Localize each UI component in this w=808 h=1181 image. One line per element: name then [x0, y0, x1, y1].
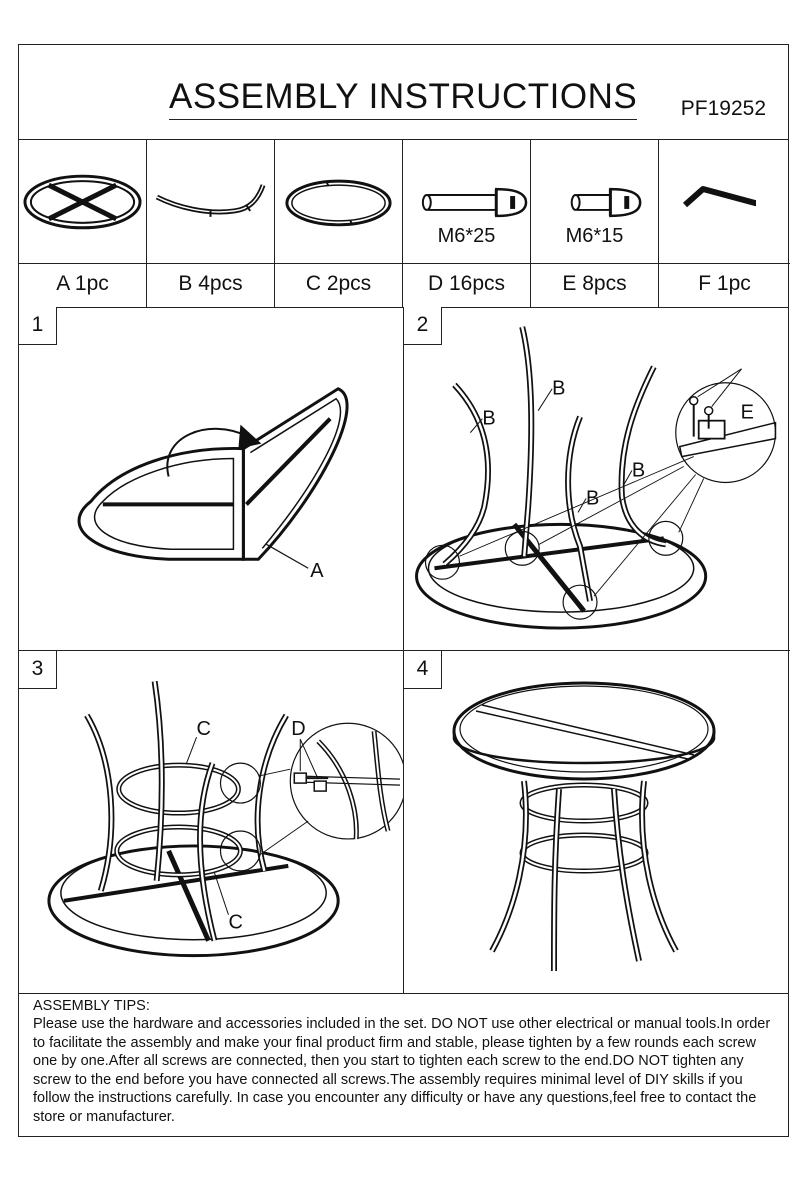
step-3-label-d: D — [291, 718, 305, 740]
tips-heading: ASSEMBLY TIPS: — [33, 998, 150, 1014]
part-a-label: A 1pc — [56, 272, 109, 295]
round-table-top-icon — [19, 139, 146, 264]
step-2-panel: B B B B E 2 — [404, 307, 790, 651]
part-c-label: C 2pcs — [305, 272, 372, 295]
step-3-label-c-1: C — [197, 718, 211, 740]
short-bolt-icon — [531, 139, 658, 264]
step-3-illustration: C C D — [47, 680, 403, 958]
instruction-sheet: ASSEMBLY INSTRUCTIONS PF19252 A 1pc — [18, 44, 790, 1138]
part-c: C 2pcs — [275, 139, 403, 307]
part-f: F 1pc — [659, 139, 790, 307]
part-b-label: B 4pcs — [178, 272, 243, 295]
step-3-number: 3 — [19, 651, 57, 689]
step-1-label-a: A — [310, 560, 324, 582]
tips-body: Please use the hardware and accessories … — [33, 1016, 771, 1125]
ring-icon — [275, 139, 402, 264]
part-d-label: D 16pcs — [427, 272, 506, 295]
title-row: ASSEMBLY INSTRUCTIONS PF19252 — [19, 45, 788, 140]
part-b: B 4pcs — [147, 139, 275, 307]
step-4-panel: 4 — [404, 651, 790, 993]
part-e-label: E 8pcs — [562, 272, 627, 295]
step-2-label-b-3: B — [586, 487, 599, 509]
product-code: PF19252 — [680, 97, 766, 120]
long-bolt-icon — [403, 139, 530, 264]
part-d-size: M6*25 — [437, 225, 496, 247]
step-3-panel: C C D 3 — [19, 651, 404, 993]
step-2-illustration: B B B B E — [415, 326, 777, 630]
step-2-label-b-1: B — [482, 408, 495, 430]
step-panels: A 1 — [19, 307, 790, 993]
step-2-number: 2 — [404, 307, 442, 345]
assembly-tips: ASSEMBLY TIPS: Please use the hardware a… — [19, 993, 788, 1138]
step-2-label-b-2: B — [552, 378, 565, 400]
curved-leg-icon — [147, 139, 274, 264]
step-3-label-c-2: C — [228, 912, 242, 934]
part-e: M6*15 E 8pcs — [531, 139, 659, 307]
part-e-size: M6*15 — [565, 225, 624, 247]
part-f-label: F 1pc — [698, 272, 751, 295]
allen-key-icon — [659, 139, 790, 264]
parts-list: A 1pc B 4pcs — [19, 139, 790, 308]
step-2-label-b-4: B — [632, 460, 645, 482]
step-1-number: 1 — [19, 307, 57, 345]
part-a: A 1pc — [19, 139, 147, 307]
step-4-illustration — [452, 681, 716, 972]
step-1-illustration: A — [77, 387, 349, 582]
page-title: ASSEMBLY INSTRUCTIONS — [169, 77, 638, 120]
part-d: M6*25 D 16pcs — [403, 139, 531, 307]
step-1-panel: A 1 — [19, 307, 404, 651]
step-4-number: 4 — [404, 651, 442, 689]
step-2-label-e: E — [741, 402, 754, 424]
